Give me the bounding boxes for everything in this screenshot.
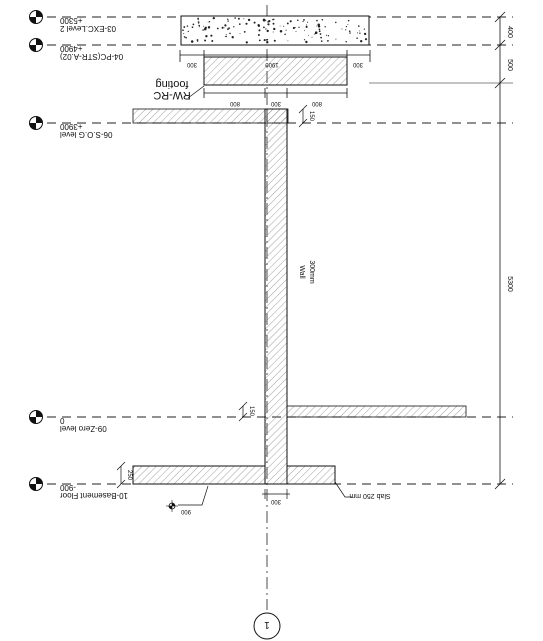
dim-150-mid-label: 150 [248, 406, 254, 417]
footing-top-labels: 300 1900 300 [186, 61, 363, 67]
level-elev-label: +5300 [59, 16, 82, 25]
spot-elevation-label: 900 [180, 508, 191, 514]
level-elev-label: 0 [59, 416, 64, 425]
level-name-label: 09-Zero level [60, 424, 107, 433]
level-name-label: 04-PC(STR-A.02) [60, 52, 123, 61]
dim-150-top [298, 104, 308, 128]
grid-bubble-label: 1 [264, 619, 270, 630]
dim-below-300: 300 [270, 100, 281, 106]
spot-elevation: 900 [166, 485, 209, 514]
level-elev-label: +4900 [59, 44, 82, 53]
wall-label-line1: Wall [298, 265, 305, 279]
dim-150-mid [238, 401, 248, 422]
excavation-block [180, 15, 370, 46]
level-marker-icon [29, 10, 43, 24]
grid-bubble-circle [253, 612, 281, 640]
level-marker-icon [29, 477, 43, 491]
level-elev-label: -900 [59, 483, 76, 492]
dim-150-top-label: 150 [308, 111, 314, 122]
footing-label: RW-RC footing [153, 78, 205, 101]
wall-label: Wall 300mm [298, 260, 315, 284]
dim-footing-mid: 1900 [265, 61, 279, 67]
dim-300-base [262, 489, 290, 499]
level-name-label: 10-Basement Floor [60, 491, 128, 500]
dim-below-800-left: 800 [229, 100, 240, 106]
retaining-wall [264, 108, 288, 485]
slab-label: Slab 250 mm [334, 481, 391, 499]
wall-label-line2: 300mm [308, 260, 315, 284]
right-dimension-labels: 400 500 5300 [506, 26, 513, 292]
dim-300-base-label: 300 [270, 498, 281, 504]
footing-bottom-dimension [203, 88, 348, 98]
dim-250-base-label: 250 [126, 470, 132, 481]
spot-elevation-icon [166, 500, 178, 512]
slab-zero-right [286, 405, 467, 418]
level-marker-icon [29, 116, 43, 130]
grid-bubble: 1 [253, 612, 281, 640]
footing-label-line2: footing [155, 78, 188, 90]
dim-below-800-right: 800 [311, 100, 322, 106]
dim-footing-left: 300 [186, 61, 197, 67]
level-marker-icon [29, 38, 43, 52]
dim-500: 500 [506, 59, 513, 71]
base-slab-left [132, 465, 266, 485]
slab-sog-left [132, 108, 266, 124]
slab-label-text: Slab 250 mm [349, 492, 390, 499]
level-name-label: 06-S.O.G level [60, 130, 113, 139]
dim-250-base [116, 461, 126, 489]
level-markers [29, 10, 43, 491]
speckle-pattern [182, 16, 368, 44]
footing-top-dimension [179, 50, 371, 62]
base-slab-right [286, 465, 336, 485]
footing-label-line1: RW-RC [153, 89, 191, 101]
footing-bottom-labels: 800 300 800 [229, 100, 322, 106]
level-marker-icon [29, 410, 43, 424]
dim-5300: 5300 [506, 276, 513, 292]
level-name-label: 03-EXC.Level 2 [59, 24, 116, 33]
dim-footing-right: 300 [352, 61, 363, 67]
footing-rw-rc [203, 56, 348, 86]
level-labels: +5300 03-EXC.Level 2 +4900 04-PC(STR-A.0… [59, 16, 128, 500]
level-elev-label: +3900 [59, 122, 82, 131]
right-dimension-chain [369, 11, 513, 490]
dim-400: 400 [506, 26, 513, 38]
